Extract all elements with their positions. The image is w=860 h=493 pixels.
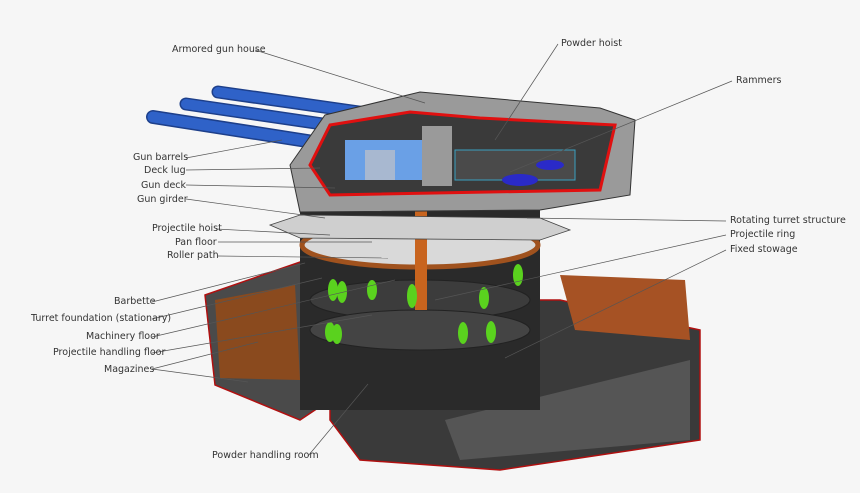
- pan-floor-shelf: [268, 214, 572, 241]
- armored-gun-house: [289, 91, 636, 213]
- label-powder-handling-room: Powder handling room: [212, 450, 319, 461]
- label-machinery-floor: Machinery floor: [86, 331, 160, 342]
- label-projectile-hoist: Projectile hoist: [152, 223, 222, 234]
- label-fixed-stowage: Fixed stowage: [730, 244, 798, 255]
- barbette: [299, 200, 541, 410]
- label-projectile-handling-floor: Projectile handling floor: [53, 347, 166, 358]
- label-turret-foundation: Turret foundation (stationary): [31, 313, 172, 324]
- label-rotating-turret-structure: Rotating turret structure: [730, 215, 846, 226]
- label-deck-lug: Deck lug: [144, 165, 186, 176]
- label-projectile-ring: Projectile ring: [730, 229, 796, 240]
- label-pan-floor: Pan floor: [175, 237, 217, 248]
- leader-lines: [151, 43, 733, 457]
- label-rammers: Rammers: [736, 75, 782, 86]
- label-gun-deck: Gun deck: [141, 180, 187, 191]
- label-powder-hoist: Powder hoist: [561, 38, 622, 49]
- label-roller-path: Roller path: [167, 250, 219, 261]
- label-armored-gun-house: Armored gun house: [172, 44, 266, 55]
- label-gun-barrels: Gun barrels: [133, 152, 189, 163]
- label-magazines: Magazines: [104, 364, 155, 375]
- label-barbette: Barbette: [114, 296, 156, 307]
- label-gun-girder: Gun girder: [137, 194, 188, 205]
